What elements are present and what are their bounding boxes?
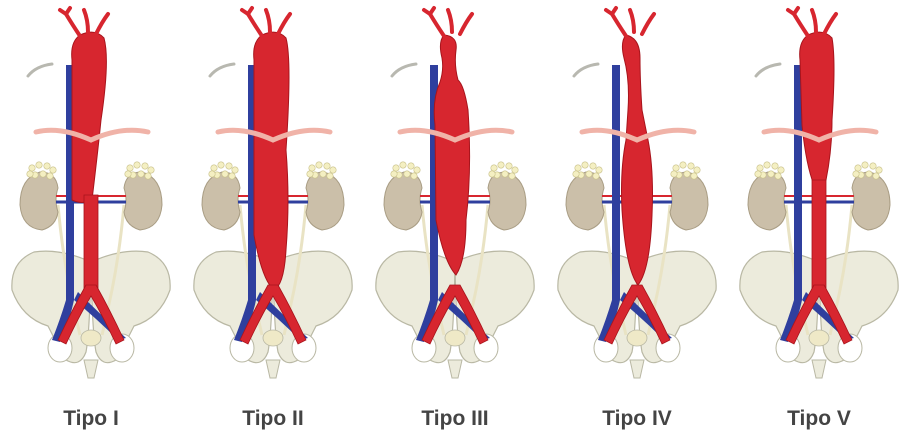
aorta-aneurysm (434, 35, 469, 275)
panel-label: Tipo II (182, 407, 364, 431)
coccyx (266, 360, 280, 378)
left-rib-curve (392, 64, 416, 76)
panel-label: Tipo V (728, 407, 910, 431)
abdominal-aorta (84, 195, 98, 290)
left-kidney (202, 172, 240, 230)
left-rib-curve (210, 64, 234, 76)
aortic-arch-branches (60, 8, 108, 36)
right-kidney (488, 172, 526, 230)
abdominal-aorta (812, 180, 826, 290)
right-adrenal-gland (489, 162, 518, 179)
panel-type-3: Tipo III (364, 0, 546, 438)
panel-type-5: Tipo V (728, 0, 910, 438)
left-adrenal-gland (27, 162, 56, 179)
coccyx (448, 360, 462, 378)
left-kidney (748, 172, 786, 230)
pubic-symphysis (445, 330, 465, 346)
panel-type-1: Tipo I (0, 0, 182, 438)
anatomy-illustration-type-5 (728, 0, 910, 400)
anatomy-illustration-type-4 (546, 0, 728, 400)
left-adrenal-gland (755, 162, 784, 179)
left-kidney (20, 172, 58, 230)
right-adrenal-gland (853, 162, 882, 179)
aorta-aneurysm (622, 35, 653, 285)
coccyx (84, 360, 98, 378)
coccyx (812, 360, 826, 378)
left-rib-curve (28, 64, 52, 76)
right-adrenal-gland (125, 162, 154, 179)
left-kidney (566, 172, 604, 230)
aortic-arch-branches (242, 8, 290, 36)
aorta-aneurysm (72, 32, 107, 202)
pubic-symphysis (627, 330, 647, 346)
right-kidney (852, 172, 890, 230)
pubic-symphysis (809, 330, 829, 346)
left-adrenal-gland (573, 162, 602, 179)
pubic-symphysis (81, 330, 101, 346)
right-adrenal-gland (307, 162, 336, 179)
panel-label: Tipo I (0, 407, 182, 431)
panel-type-4: Tipo IV (546, 0, 728, 438)
left-rib-curve (756, 64, 780, 76)
right-kidney (670, 172, 708, 230)
right-kidney (306, 172, 344, 230)
left-adrenal-gland (209, 162, 238, 179)
anatomy-illustration-type-3 (364, 0, 546, 400)
aorta-aneurysm (254, 32, 289, 290)
right-kidney (124, 172, 162, 230)
panel-label: Tipo IV (546, 407, 728, 431)
left-kidney (384, 172, 422, 230)
aortic-arch-branches (606, 8, 654, 36)
pubic-symphysis (263, 330, 283, 346)
left-rib-curve (574, 64, 598, 76)
coccyx (630, 360, 644, 378)
right-adrenal-gland (671, 162, 700, 179)
anatomy-illustration-type-2 (182, 0, 364, 400)
aortic-arch-branches (788, 8, 836, 36)
anatomy-illustration-type-1 (0, 0, 182, 400)
panel-type-2: Tipo II (182, 0, 364, 438)
aortic-arch-branches (424, 8, 472, 36)
aorta-aneurysm (800, 32, 834, 187)
panel-label: Tipo III (364, 407, 546, 431)
left-adrenal-gland (391, 162, 420, 179)
